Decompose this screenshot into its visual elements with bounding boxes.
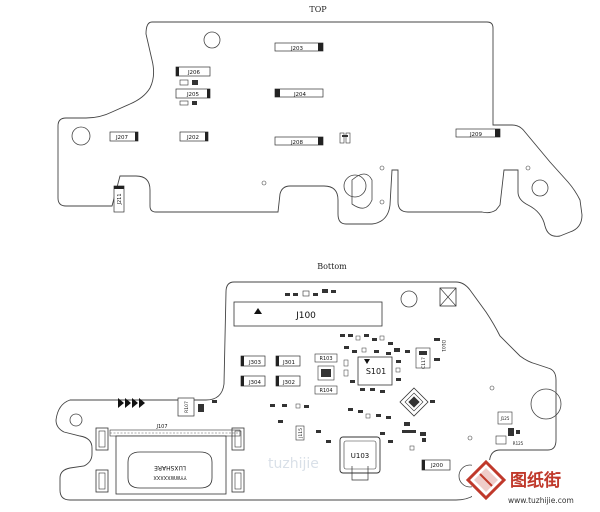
top-view-title: TOP xyxy=(309,5,327,14)
resistor-r125: R125 xyxy=(495,428,524,446)
smd-part xyxy=(192,80,198,85)
connector-j204: J204 xyxy=(274,88,324,98)
mount-hole xyxy=(71,126,91,146)
mount-hole xyxy=(530,388,562,420)
via xyxy=(525,165,531,171)
connector-j303: J303 xyxy=(240,355,266,367)
svg-text:J301: J301 xyxy=(282,360,295,366)
smd-part xyxy=(179,79,189,86)
connector-j304: J304 xyxy=(240,375,266,387)
via xyxy=(261,180,267,186)
chip-u103: U103 xyxy=(339,436,381,474)
switch-s101: S101 xyxy=(357,356,393,386)
connector-j208: J208 xyxy=(274,136,324,146)
connector-j107: J107 xyxy=(109,424,241,437)
bottom-board-outline xyxy=(55,281,557,501)
smd-cluster xyxy=(270,403,426,451)
bottom-view-title: Bottom xyxy=(317,262,347,271)
svg-text:R104: R104 xyxy=(319,388,332,394)
connector-j200: J200 xyxy=(421,459,451,471)
smd-cluster xyxy=(285,289,336,297)
svg-text:J205: J205 xyxy=(186,92,200,98)
svg-text:J206: J206 xyxy=(187,70,201,76)
smd-part xyxy=(179,100,189,106)
connector-j115: J115 xyxy=(295,425,305,441)
svg-text:J203: J203 xyxy=(290,46,304,52)
svg-text:J211: J211 xyxy=(117,193,123,205)
smd-cluster: R107 xyxy=(177,397,217,417)
mount-hole xyxy=(203,31,221,49)
resistor-r104: R104 xyxy=(314,385,338,395)
watermark-text: tuzhijie xyxy=(268,456,319,472)
svg-text:J115: J115 xyxy=(298,428,304,439)
smd-part xyxy=(434,358,440,361)
connector-j202: J202 xyxy=(179,131,209,142)
svg-text:J207: J207 xyxy=(115,135,129,141)
smd-part xyxy=(317,365,335,381)
svg-text:J100: J100 xyxy=(295,311,316,321)
smd-cluster xyxy=(340,334,410,393)
svg-text:J125: J125 xyxy=(500,416,510,421)
triangle-markers xyxy=(118,398,145,408)
mount-hole xyxy=(400,290,418,308)
svg-text:J304: J304 xyxy=(248,380,262,386)
connector-j209: J209 xyxy=(455,128,501,138)
svg-text:J200: J200 xyxy=(430,463,444,469)
connector-j125: J125 xyxy=(497,411,513,425)
via xyxy=(489,385,495,391)
svg-text:J204: J204 xyxy=(293,92,307,98)
connector-j301: J301 xyxy=(275,355,301,367)
via xyxy=(379,165,385,171)
mount-hole xyxy=(343,174,367,198)
svg-text:S101: S101 xyxy=(366,367,386,376)
svg-text:J209: J209 xyxy=(469,132,483,138)
connector-j100: J100 xyxy=(233,301,383,327)
usb-connector: LUXSHARE YYWWXXXXX xyxy=(95,427,245,495)
mount-hole xyxy=(69,413,83,427)
logo-name: 图纸街 xyxy=(510,470,561,491)
svg-text:J107: J107 xyxy=(155,424,167,430)
connector-j302: J302 xyxy=(275,375,301,387)
connector-j207: J207 xyxy=(109,131,139,142)
top-board-outline xyxy=(57,21,583,237)
capacitor-c117: C117 xyxy=(415,347,431,369)
smd-cluster xyxy=(339,132,351,144)
connector-j206: J206 xyxy=(175,66,211,77)
svg-text:R103: R103 xyxy=(319,356,332,362)
smd-part xyxy=(430,400,435,403)
svg-text:C117: C117 xyxy=(421,357,427,369)
logo-url: www.tuzhijie.com xyxy=(508,496,574,505)
label-d101: D101 xyxy=(440,340,446,352)
smd-part xyxy=(192,101,197,105)
chip-outline xyxy=(351,466,369,481)
connector-j205: J205 xyxy=(175,88,211,99)
svg-text:J302: J302 xyxy=(282,380,295,386)
component-box xyxy=(439,287,457,307)
svg-text:J202: J202 xyxy=(186,135,199,141)
svg-text:J208: J208 xyxy=(290,140,304,146)
slot-cutout xyxy=(351,173,373,209)
diamond-ic xyxy=(399,387,429,417)
mount-hole xyxy=(531,179,549,197)
svg-text:YYWWXXXXX: YYWWXXXXX xyxy=(153,474,188,480)
connector-j211: J211 xyxy=(113,185,125,213)
svg-text:U103: U103 xyxy=(351,452,369,460)
label-r107: R107 xyxy=(184,401,190,413)
smd-part xyxy=(434,338,440,341)
connector-j203: J203 xyxy=(274,42,324,52)
brand-logo: 图纸街 www.tuzhijie.com xyxy=(465,459,600,512)
via xyxy=(379,199,385,205)
svg-text:R125: R125 xyxy=(513,441,524,446)
svg-text:J303: J303 xyxy=(248,360,262,366)
svg-text:LUXSHARE: LUXSHARE xyxy=(154,464,186,471)
resistor-r103: R103 xyxy=(314,353,338,363)
smd-part xyxy=(321,369,331,377)
via xyxy=(467,435,473,441)
